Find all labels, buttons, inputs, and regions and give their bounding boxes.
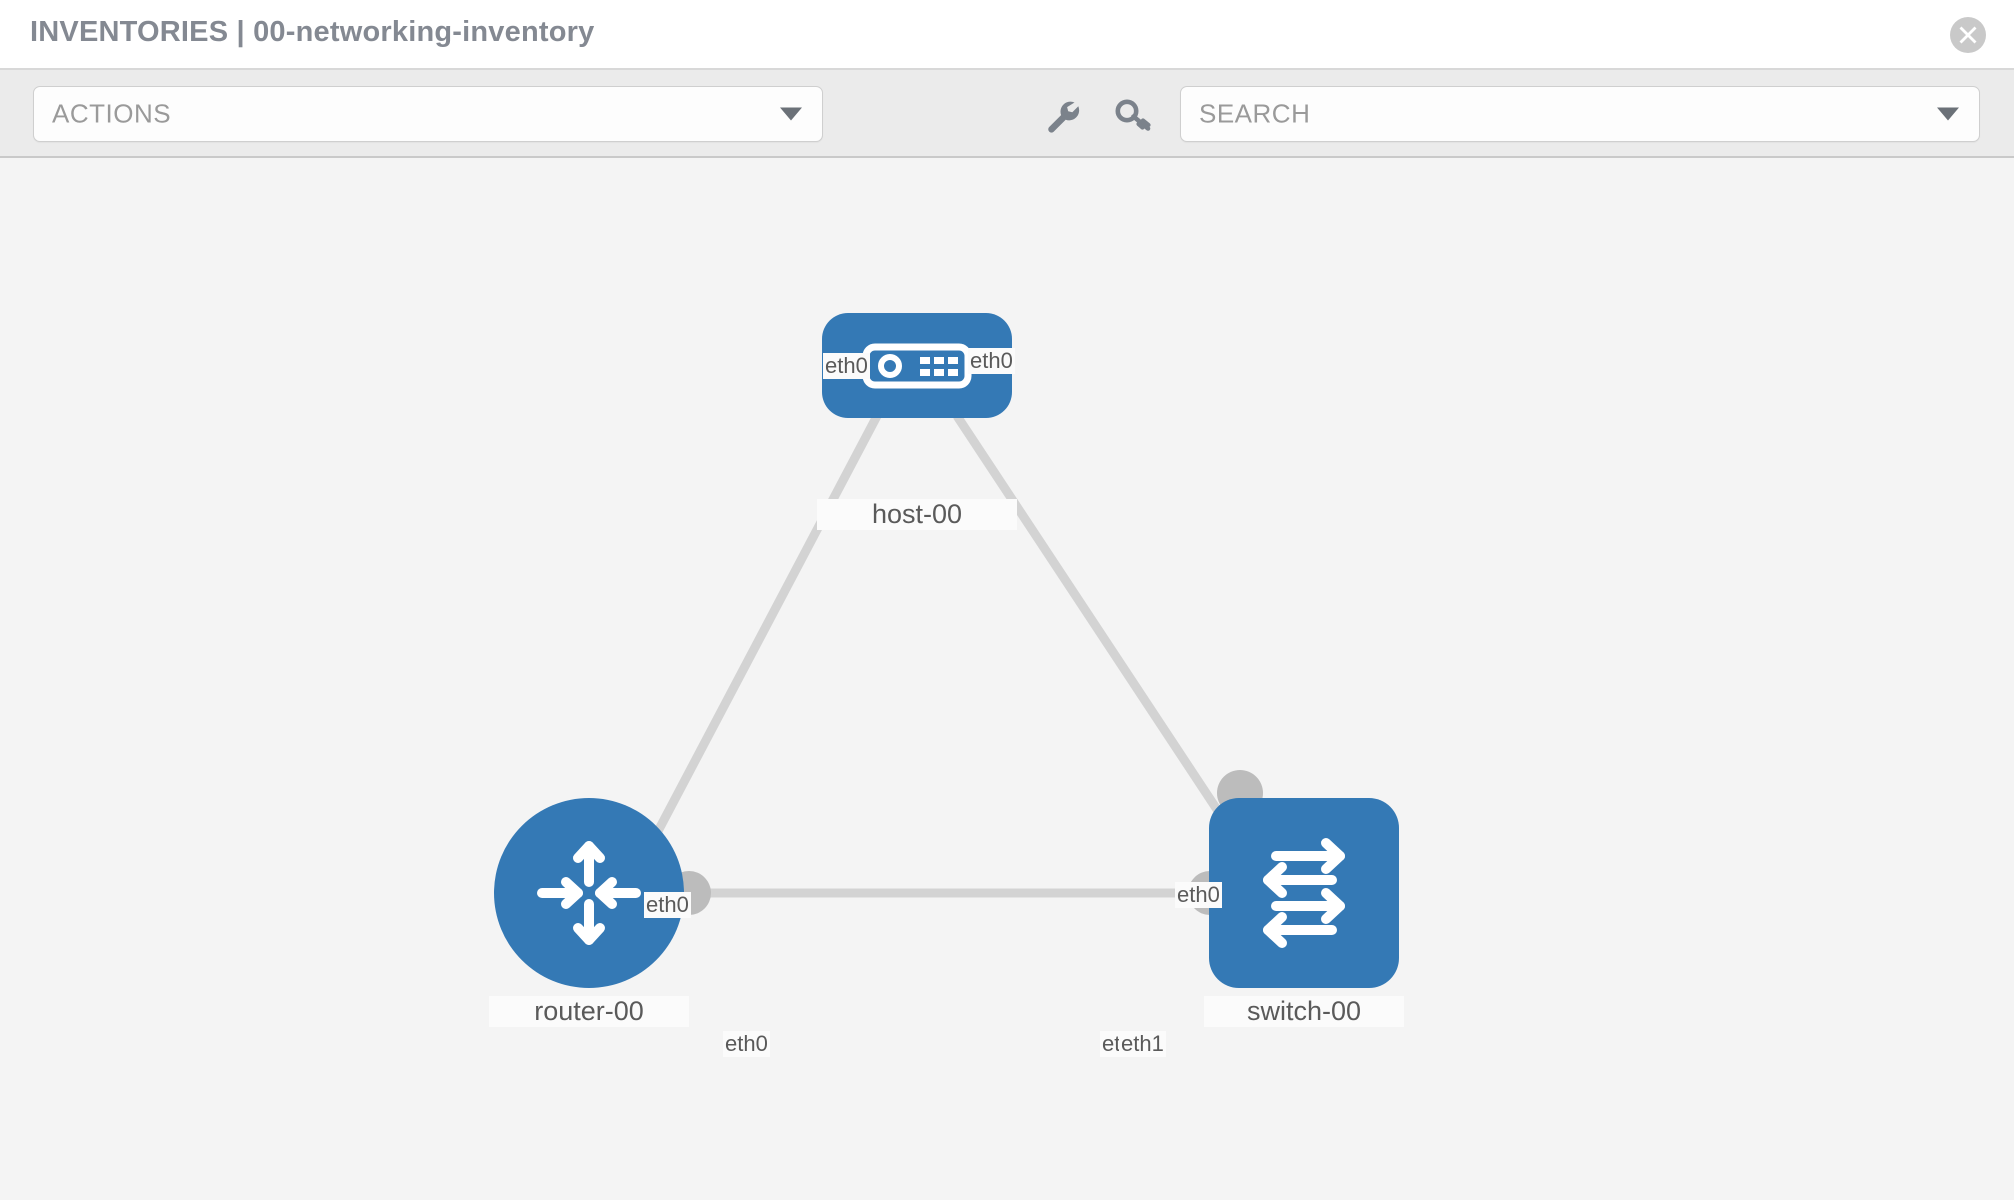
switch-arrows-icon xyxy=(1263,838,1345,948)
link-host-router[interactable] xyxy=(633,413,881,874)
topology-canvas[interactable]: host-00 router-00 xyxy=(0,158,2014,1200)
page-title: INVENTORIES | 00-networking-inventory xyxy=(30,16,595,48)
wrench-icon[interactable] xyxy=(1040,98,1084,134)
node-switch-00-label: switch-00 xyxy=(1204,996,1404,1027)
search-input[interactable]: SEARCH xyxy=(1180,86,1980,142)
key-icon-glyph xyxy=(1115,99,1151,131)
close-icon-glyph xyxy=(1959,26,1977,44)
actions-dropdown[interactable]: ACTIONS xyxy=(33,86,823,142)
node-switch-00[interactable]: switch-00 xyxy=(1204,798,1404,1028)
wrench-icon-glyph xyxy=(1048,101,1080,133)
interface-label-host-right: eth0 xyxy=(968,348,1015,374)
node-router-00-label: router-00 xyxy=(489,996,689,1027)
interface-label-switch-left: eth1 xyxy=(1119,1031,1166,1057)
page-header: INVENTORIES | 00-networking-inventory xyxy=(0,0,2014,70)
interface-label-switch-up: eth0 xyxy=(1175,882,1222,908)
router-arrows-icon xyxy=(537,841,641,945)
link-host-switch[interactable] xyxy=(953,413,1253,861)
actions-dropdown-label: ACTIONS xyxy=(52,98,172,129)
key-icon[interactable] xyxy=(1112,98,1156,134)
interface-label-host-left: eth0 xyxy=(823,353,870,379)
node-host-00-label: host-00 xyxy=(817,499,1017,530)
node-switch-00-shape[interactable] xyxy=(1209,798,1399,988)
close-icon[interactable] xyxy=(1950,17,1986,53)
chevron-down-icon xyxy=(1937,107,1959,121)
chevron-down-icon xyxy=(780,107,802,121)
server-icon xyxy=(862,343,972,388)
search-placeholder: SEARCH xyxy=(1199,98,1311,129)
interface-label-router-right: eth0 xyxy=(723,1031,770,1057)
topology-links xyxy=(633,413,1253,898)
interface-label-router-up: eth0 xyxy=(644,892,691,918)
toolbar: ACTIONS SEARCH xyxy=(0,70,2014,158)
